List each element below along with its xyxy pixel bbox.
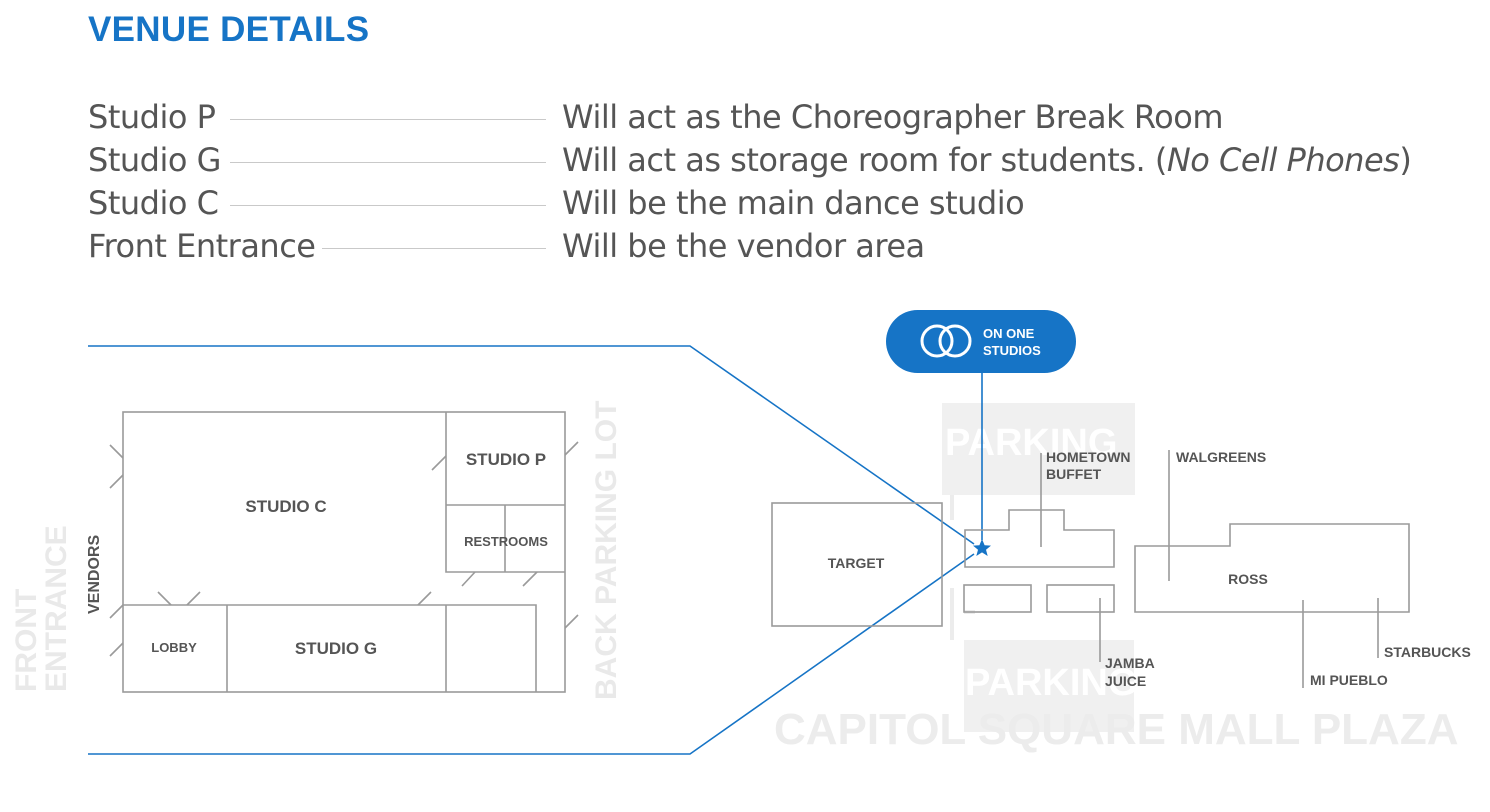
- leader-line: [230, 162, 546, 163]
- room-label-studio-p: STUDIO P: [466, 450, 546, 469]
- room-label-studio-c: STUDIO C: [245, 497, 326, 516]
- location-star-icon: [973, 539, 991, 556]
- on-one-studios-logo: ON ONE STUDIOS: [886, 310, 1076, 373]
- detail-description: Will be the vendor area: [562, 227, 925, 265]
- store-label-hometown-line2: BUFFET: [1046, 466, 1102, 482]
- floor-plan: STUDIO C STUDIO P RESTROOMS LOBBY STUDIO…: [86, 411, 579, 693]
- front-entrance-label-line1: FRONT: [10, 589, 43, 692]
- detail-description-italic: No Cell Phones: [1166, 141, 1400, 179]
- callout-line-top: [88, 345, 975, 545]
- page-title: VENUE DETAILS: [88, 10, 370, 49]
- store-label-jamba-line1: JAMBA: [1105, 655, 1155, 671]
- detail-name: Front Entrance: [88, 227, 316, 265]
- store-jamba-juice: [1046, 584, 1115, 613]
- door-marks: [109, 441, 579, 657]
- store-label-mi-pueblo: MI PUEBLO: [1310, 672, 1388, 688]
- detail-row-front-entrance: Front Entrance Will be the vendor area: [88, 227, 1468, 267]
- store-label-walgreens: WALGREENS: [1176, 449, 1266, 465]
- front-entrance-label-line2: ENTRANCE: [40, 525, 73, 692]
- detail-description-end: ): [1399, 141, 1412, 179]
- vendors-label: VENDORS: [86, 535, 103, 614]
- plaza-label: CAPITOL SQUARE MALL PLAZA: [774, 705, 1458, 754]
- store-label-target: TARGET: [828, 555, 885, 571]
- parking-area-north: [942, 403, 1135, 495]
- detail-name: Studio C: [88, 184, 219, 222]
- logo-text-line1: ON ONE: [983, 326, 1035, 341]
- detail-description: Will act as the Choreographer Break Room: [562, 98, 1223, 136]
- store-label-ross: ROSS: [1228, 571, 1268, 587]
- store-ross: [1134, 523, 1410, 613]
- logo-ring-icon: [938, 324, 972, 358]
- store-label-starbucks: STARBUCKS: [1384, 644, 1471, 660]
- detail-name: Studio G: [88, 141, 221, 179]
- store-label-jamba-line2: JUICE: [1105, 673, 1146, 689]
- wall-lower: [123, 604, 537, 692]
- leader-line: [230, 205, 546, 206]
- room-label-lobby: LOBBY: [151, 640, 197, 655]
- parking-label-south: PARKING: [965, 662, 1137, 704]
- leader-line: [322, 248, 546, 249]
- store-target: [771, 502, 943, 627]
- store-small-1: [963, 584, 1032, 613]
- wall-upper-right: [445, 412, 565, 573]
- leader-line: [230, 119, 546, 120]
- back-parking-lot-label: BACK PARKING LOT: [590, 401, 623, 700]
- logo-text-line2: STUDIOS: [983, 343, 1041, 358]
- wall-dividers: [226, 605, 447, 692]
- detail-row-studio-g: Studio G Will act as storage room for st…: [88, 141, 1468, 181]
- detail-row-studio-p: Studio P Will act as the Choreographer B…: [88, 98, 1468, 138]
- callout-line-bottom: [88, 553, 975, 755]
- room-label-studio-g: STUDIO G: [295, 639, 377, 658]
- detail-description: Will be the main dance studio: [562, 184, 1025, 222]
- building-outline: [122, 411, 566, 693]
- store-hometown-buffet: [964, 509, 1115, 568]
- room-label-restrooms: RESTROOMS: [464, 534, 548, 549]
- site-map: TARGET HOMETOWN BUFFET JAMBA JUICE WALGR…: [771, 449, 1471, 689]
- detail-row-studio-c: Studio C Will be the main dance studio: [88, 184, 1468, 224]
- logo-ring-icon: [920, 324, 954, 358]
- parking-label-north: PARKING: [945, 422, 1117, 464]
- detail-name: Studio P: [88, 98, 216, 136]
- logo-pill: [886, 310, 1076, 373]
- detail-description-text: Will act as storage room for students. (: [562, 141, 1167, 179]
- parking-area-south: [964, 640, 1134, 732]
- store-label-hometown-line1: HOMETOWN: [1046, 449, 1131, 465]
- detail-description: Will act as storage room for students. (…: [562, 141, 1412, 179]
